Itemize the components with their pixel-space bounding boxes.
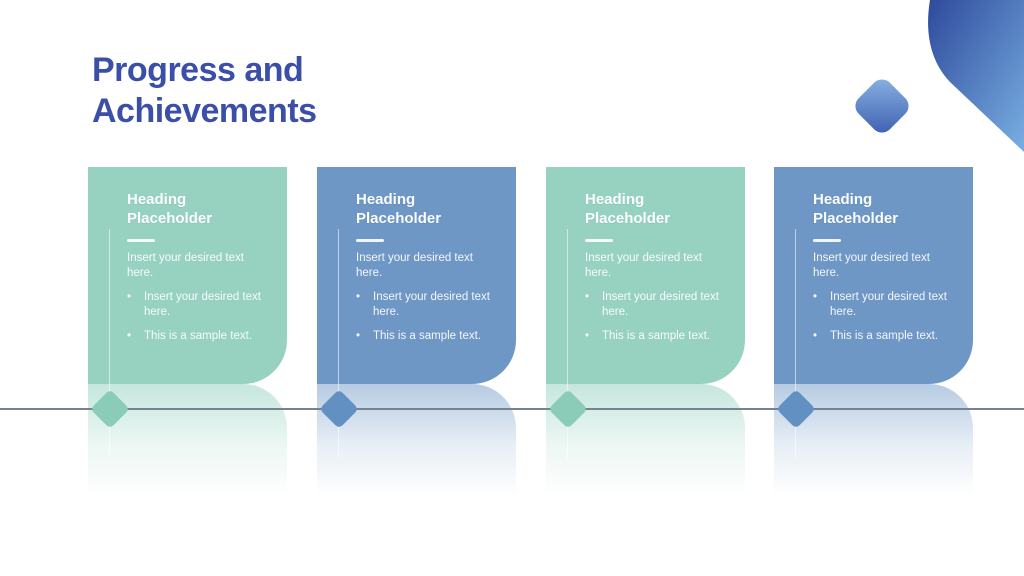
bullet-text: This is a sample text. (373, 330, 482, 342)
bullet-item: • This is a sample text. (127, 329, 272, 344)
card-heading: Heading Placeholder (127, 191, 213, 227)
corner-decoration (855, 0, 1024, 152)
corner-diamond-icon (855, 79, 909, 133)
bullet-dot-icon: • (813, 291, 818, 303)
heading-underline-dash (813, 239, 841, 242)
bullet-item: • Insert your desired text here. (356, 290, 501, 320)
card-accent-line (109, 229, 110, 384)
bullet-dot-icon: • (813, 330, 818, 342)
corner-blob-icon (928, 0, 1024, 152)
page-title: Progress and Achievements (92, 51, 317, 130)
achievement-card: Heading Placeholder Insert your desired … (774, 167, 973, 384)
bullet-text: Insert your desired text here. (602, 291, 719, 318)
heading-underline-dash (356, 239, 384, 242)
card-heading: Heading Placeholder (356, 191, 442, 227)
card-paragraph: Insert your desired text here. (356, 252, 473, 279)
bullet-text: This is a sample text. (830, 330, 939, 342)
bullet-text: Insert your desired text here. (830, 291, 947, 318)
card-accent-line (338, 229, 339, 384)
heading-underline-dash (585, 239, 613, 242)
card-accent-line (567, 229, 568, 384)
bullet-dot-icon: • (127, 291, 132, 303)
bullet-item: • Insert your desired text here. (585, 290, 730, 320)
bullet-dot-icon: • (356, 291, 361, 303)
achievement-card: Heading Placeholder Insert your desired … (88, 167, 287, 384)
bullet-text: This is a sample text. (602, 330, 711, 342)
achievement-card: Heading Placeholder Insert your desired … (546, 167, 745, 384)
card-heading: Heading Placeholder (813, 191, 899, 227)
bullet-dot-icon: • (356, 330, 361, 342)
card-paragraph: Insert your desired text here. (813, 252, 930, 279)
card-heading: Heading Placeholder (585, 191, 671, 227)
bullet-text: Insert your desired text here. (373, 291, 490, 318)
bullet-dot-icon: • (585, 330, 590, 342)
bullet-item: • This is a sample text. (585, 329, 730, 344)
bullet-item: • This is a sample text. (356, 329, 501, 344)
heading-underline-dash (127, 239, 155, 242)
bullet-item: • This is a sample text. (813, 329, 958, 344)
bullet-dot-icon: • (585, 291, 590, 303)
card-paragraph: Insert your desired text here. (585, 252, 702, 279)
bullet-text: Insert your desired text here. (144, 291, 261, 318)
bullet-text: This is a sample text. (144, 330, 253, 342)
bullet-item: • Insert your desired text here. (813, 290, 958, 320)
timeline-line (0, 408, 1024, 410)
bullet-item: • Insert your desired text here. (127, 290, 272, 320)
card-accent-line (795, 229, 796, 384)
bullet-dot-icon: • (127, 330, 132, 342)
achievement-card: Heading Placeholder Insert your desired … (317, 167, 516, 384)
card-paragraph: Insert your desired text here. (127, 252, 244, 279)
